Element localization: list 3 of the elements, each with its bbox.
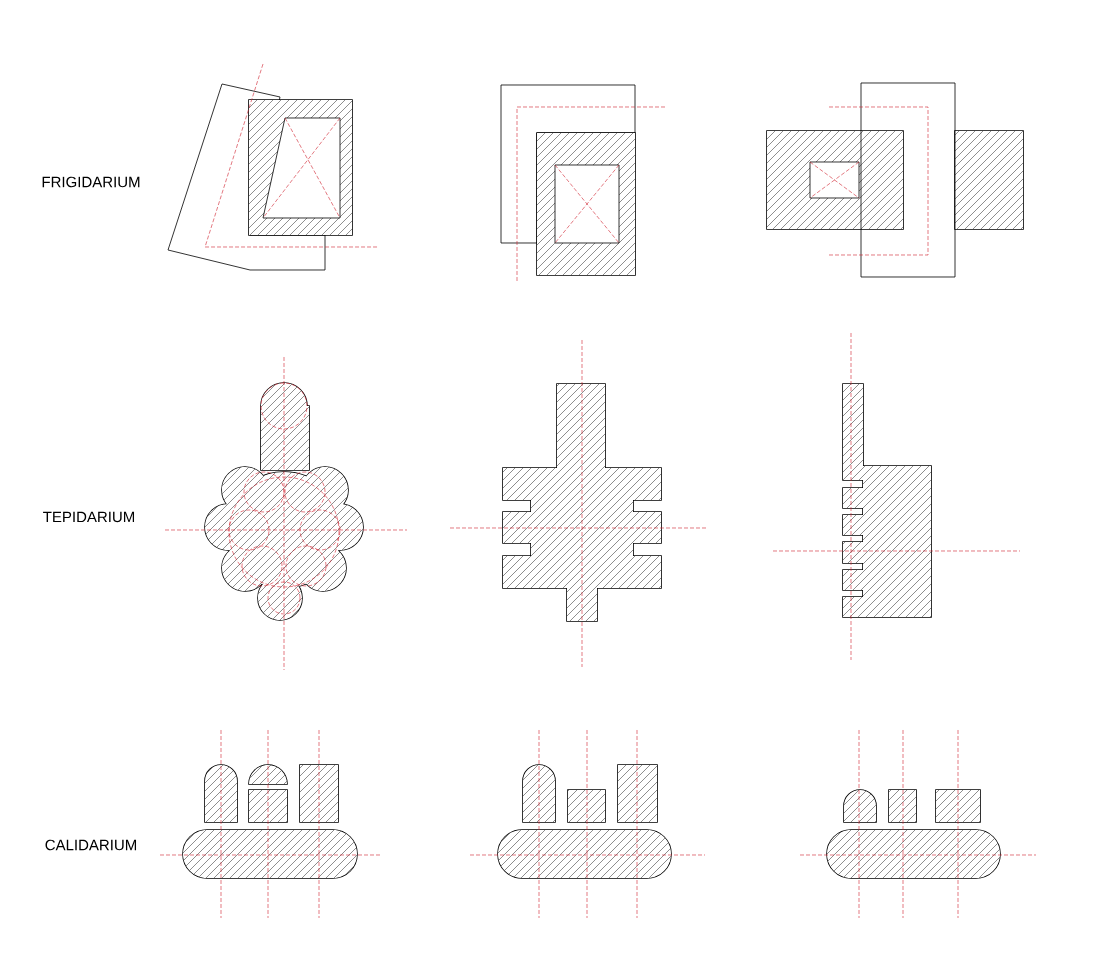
row-label: FRIGIDARIUM <box>42 176 140 188</box>
row-label: CALIDARIUM <box>45 839 136 851</box>
row-label: TEPIDARIUM <box>43 511 134 523</box>
